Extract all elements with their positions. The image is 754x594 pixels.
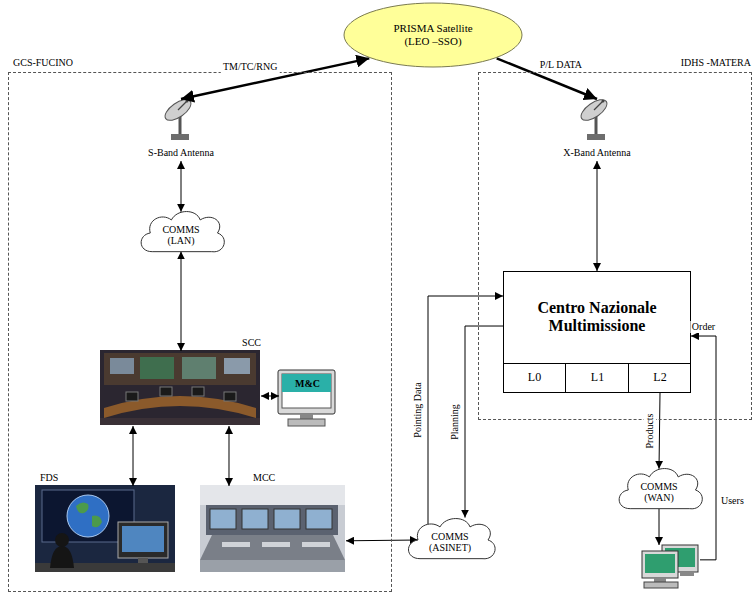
user-terminal: Users [640,545,700,590]
connector-arrow [133,426,134,486]
connector-arrow [659,508,660,545]
connector-arrow [428,296,503,525]
cloud-outline [408,519,495,559]
text-holder: COMMS (LAN) [133,207,229,263]
antenna-node: S-Band Antenna [131,99,231,161]
edge-label: Pointing Data [412,381,424,440]
control-centre-node: SCC [101,351,261,426]
text-holder: SCC [211,337,261,349]
text-holder: COMMS (ASINET) [400,514,500,570]
edge-label: P/L DATA [538,59,584,71]
node-label: L0 [528,371,541,385]
connector-arrow [346,540,418,542]
node-label: PRISMA Satellite [393,22,472,35]
control-room-photo [100,350,260,425]
edge-label: Planning [449,402,461,442]
connector-arrow [597,161,598,271]
text-holder: COMMS (WAN) [611,464,707,520]
cloud-outline [141,212,224,252]
node-label: X-Band Antenna [563,147,631,159]
connector-group [133,58,716,559]
text-holder: Centro Nazionale Multimissione [503,271,691,363]
mission-control-photo [200,485,345,572]
connector-arrow [497,58,597,99]
node-label: M&C [295,378,320,390]
connector-arrow [691,336,716,560]
antenna-symbol [162,96,195,140]
text-holder: X-Band Antenna [547,145,647,161]
network-cloud: COMMS (WAN) [611,462,707,518]
text-holder: L2 [629,363,691,393]
data-handling-region: IDHS -MATERAX-Band AntennaCentro Naziona… [478,72,752,420]
connector-arrow [261,395,279,396]
connector-arrow [228,426,229,486]
flight-dynamics-photo [35,485,175,572]
process-box: Centro Nazionale MultimissioneL0 L1 L2 [503,271,691,393]
node-label: SCC [242,337,261,349]
monitor-symbol [278,370,335,426]
level-cell: L0 [503,363,566,393]
antenna-node: X-Band Antenna [547,99,647,161]
connector-arrow [181,161,182,212]
network-cloud: COMMS (LAN) [133,205,229,261]
flight-dynamics-node: FDS [36,486,176,573]
text-holder: GCS-FUCINO [13,57,73,69]
network-cloud: COMMS (ASINET) [400,512,500,568]
monitor-node: M&C [279,371,336,427]
node-label: MCC [253,472,275,484]
node-label: L2 [653,371,666,385]
text-holder: L1 [566,363,629,393]
satellite-ellipse: PRISMA Satellite(LEO –SSO) [343,2,523,68]
node-label: Centro Nazionale Multimissione [511,299,683,336]
edge-label: Order [690,321,717,333]
node-label: COMMS (WAN) [640,481,677,504]
mission-control-node: MCC [201,486,346,573]
edge-label: TM/TC/RNG [221,61,279,73]
node-label: COMMS (LAN) [162,224,199,247]
node-label: GCS-FUCINO [13,57,73,69]
node-label: L1 [591,371,604,385]
ellipse-outline [344,3,522,67]
ground-segment-region: GCS-FUCINOS-Band AntennaCOMMS (LAN)SCCM&… [8,72,392,592]
level-cell: L2 [629,363,691,393]
node-label: FDS [40,472,58,484]
text-holder: M&C [283,375,332,393]
node-label: IDHS -MATERA [681,57,751,69]
cloud-outline [619,469,702,509]
antenna-symbol [578,96,611,140]
text-holder: MCC [253,472,313,484]
node-label: (LEO –SSO) [404,35,461,48]
text-holder: L0 [503,363,566,393]
connector-arrow [659,393,660,469]
node-label: Users [721,495,744,507]
level-cell: L1 [566,363,629,393]
node-label: COMMS (ASINET) [429,531,471,554]
connector-arrow [465,326,503,518]
node-label: S-Band Antenna [148,147,214,159]
text-holder: S-Band Antenna [131,145,231,161]
text-holder: Users [721,495,753,507]
computer-symbol [642,545,698,588]
edge-label: Products [644,411,656,450]
text-holder: PRISMA Satellite(LEO –SSO) [343,2,523,68]
connector-arrow [181,58,369,99]
connector-arrow [181,251,182,351]
text-holder: IDHS -MATERA [649,57,751,69]
text-holder: FDS [40,472,90,484]
